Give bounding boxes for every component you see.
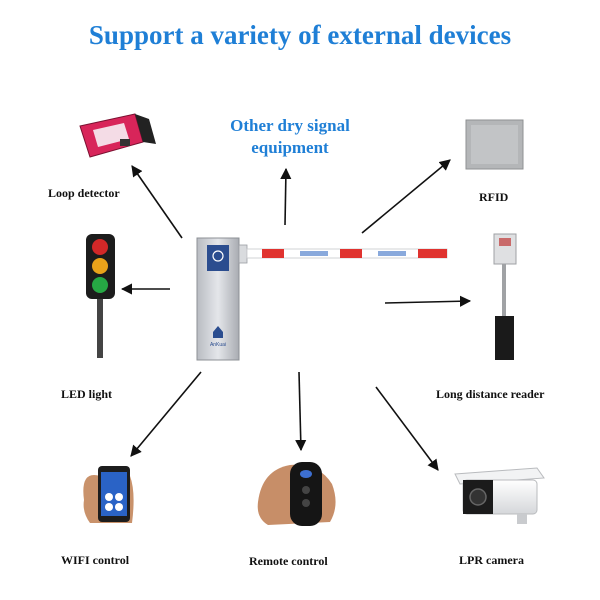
rfid-label: RFID (479, 190, 509, 204)
barrier-gate: AnKuai (196, 237, 448, 361)
boom-red-stripe-1 (262, 249, 284, 258)
barrier-brand-text: AnKuai (210, 342, 226, 348)
red-light-icon (92, 239, 108, 255)
camera-bracket (517, 514, 527, 524)
remote-button-a (302, 486, 310, 494)
app-button-icon-1 (105, 493, 113, 501)
loop-detector-terminal (120, 139, 130, 146)
long-distance-reader-device (493, 233, 517, 360)
wifi-control-label: WIFI control (61, 553, 130, 567)
phone-screen (101, 472, 127, 516)
boom-blue-mark-1 (300, 251, 328, 256)
boom-red-stripe-3 (418, 249, 447, 258)
remote-button-b (302, 499, 310, 507)
arrow-to-other-equipment (280, 167, 292, 226)
lpr-camera-label: LPR camera (459, 553, 524, 567)
arrow-to-wifi-control (130, 371, 202, 457)
remote-control-label: Remote control (249, 554, 328, 568)
led-light-label: LED light (61, 387, 113, 401)
arrow-to-rfid (361, 159, 451, 234)
loop-detector-label: Loop detector (48, 186, 120, 200)
arrow-to-lpr-camera (375, 386, 439, 471)
reader-stand-base (495, 316, 514, 360)
barrier-panel-logo-icon (212, 250, 224, 262)
app-button-icon-4 (115, 503, 123, 511)
connection-arrows (120, 159, 472, 471)
arrow-to-long-distance-reader (384, 295, 472, 307)
page-title: Support a variety of external devices (88, 20, 512, 50)
rfid-device (465, 119, 524, 170)
other-label-line2: equipment (251, 138, 329, 157)
wifi-control-device (83, 466, 134, 523)
lpr-camera-device (454, 467, 545, 524)
boom-red-stripe-2 (340, 249, 362, 258)
loop-detector-connector (135, 114, 156, 144)
long-distance-reader-label: Long distance reader (436, 387, 545, 401)
arrow-to-remote-control (295, 371, 307, 452)
barrier-top-panel (207, 245, 229, 271)
green-light-icon (92, 277, 108, 293)
led-light-device (86, 234, 115, 358)
barrier-boom-mount (238, 244, 248, 264)
loop-detector-device (79, 113, 156, 158)
rfid-reader-face (471, 125, 518, 164)
other-label-line1: Other dry signal (230, 116, 350, 135)
arrow-to-loop-detector (131, 165, 183, 239)
remote-control-device (257, 462, 336, 526)
camera-lens-icon (469, 488, 487, 506)
reader-screen (499, 238, 511, 246)
remote-button-top (300, 470, 312, 478)
traffic-light-pole (97, 296, 103, 358)
yellow-light-icon (92, 258, 108, 274)
app-button-icon-3 (105, 503, 113, 511)
other-dry-signal-label: Other dry signal equipment (210, 115, 370, 159)
barrier-brand-logo-icon (213, 326, 223, 338)
app-button-icon-2 (115, 493, 123, 501)
boom-blue-mark-2 (378, 251, 406, 256)
reader-stand-pole (502, 264, 506, 316)
